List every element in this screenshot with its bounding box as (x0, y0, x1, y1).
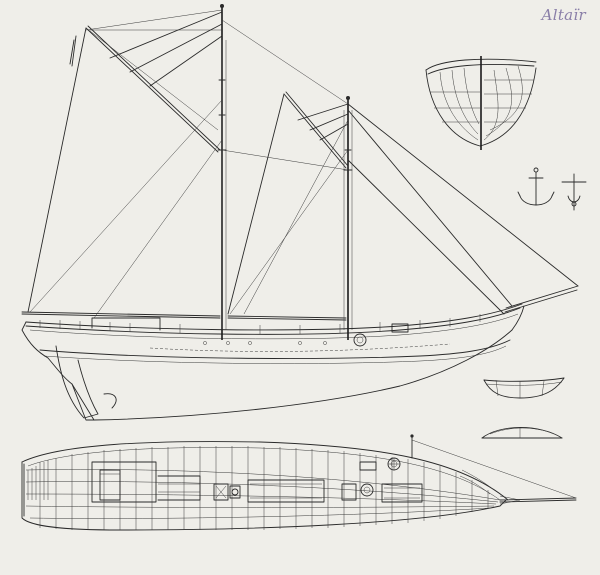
anchor-icon (517, 167, 555, 206)
hull-body-section (425, 56, 537, 150)
sails (27, 11, 579, 315)
boat-name-title: Altaïr (541, 6, 586, 24)
spars (21, 25, 349, 321)
dinghy-profile (483, 377, 565, 399)
deck-plan (21, 434, 577, 531)
hull-profile (21, 285, 579, 421)
anchors (517, 167, 587, 211)
anchor-icon (561, 173, 587, 211)
rigging (29, 9, 353, 330)
dinghy-plan (481, 427, 563, 439)
sail-plan-elevation (21, 4, 579, 421)
